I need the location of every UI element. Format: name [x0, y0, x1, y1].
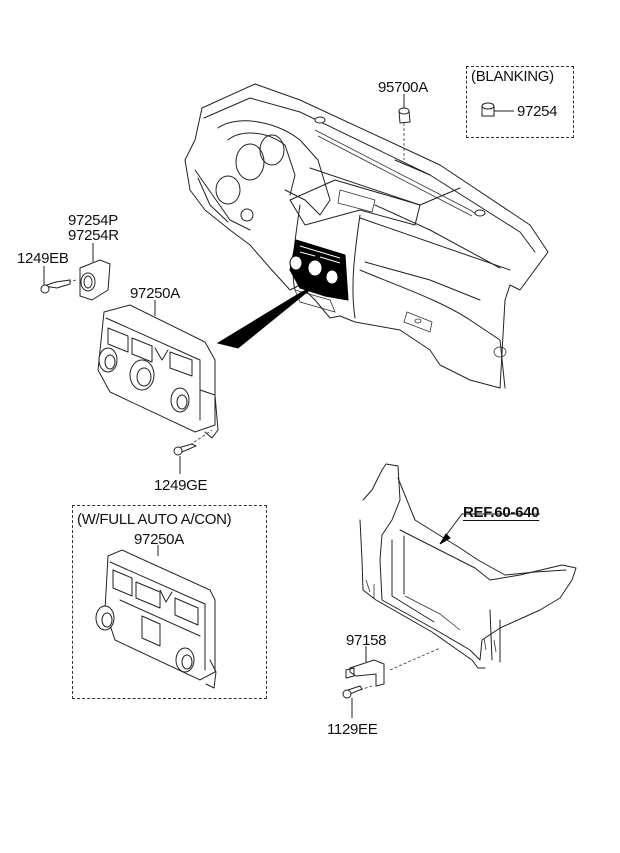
switch-95700A: [398, 94, 411, 160]
full-auto-option-box: [72, 505, 267, 699]
callout-pointer: [216, 287, 313, 349]
screw-1249GE: [173, 443, 198, 474]
bolt-1129EE: [342, 685, 363, 718]
blanking-option-box: [466, 66, 574, 138]
blanking-cap-97254: [481, 102, 514, 117]
reference-label-60-640[interactable]: REF.60-640: [463, 504, 540, 521]
part-label-97254: 97254: [517, 103, 558, 120]
part-label-1249EB: 1249EB: [17, 250, 69, 267]
control-unit-97250A: [97, 300, 219, 446]
control-unit-97250A-full-auto: [95, 545, 217, 689]
switch-97254P-R: [40, 243, 111, 301]
blanking-header: (BLANKING): [471, 68, 554, 85]
sensor-97158: [345, 646, 385, 691]
part-label-95700A: 95700A: [378, 79, 428, 96]
part-label-1249GE: 1249GE: [154, 477, 208, 494]
part-label-97158: 97158: [346, 632, 387, 649]
dashboard-crash-pad: [184, 83, 549, 389]
front-end-module: [359, 463, 577, 671]
part-label-1129EE: 1129EE: [327, 721, 378, 738]
part-label-97250A: 97250A: [130, 285, 180, 302]
part-label-97254R: 97254R: [68, 227, 119, 244]
full-auto-header: (W/FULL AUTO A/CON): [77, 511, 232, 528]
part-label-97254P: 97254P: [68, 212, 118, 229]
part-label-97250A-full-auto: 97250A: [134, 531, 184, 548]
